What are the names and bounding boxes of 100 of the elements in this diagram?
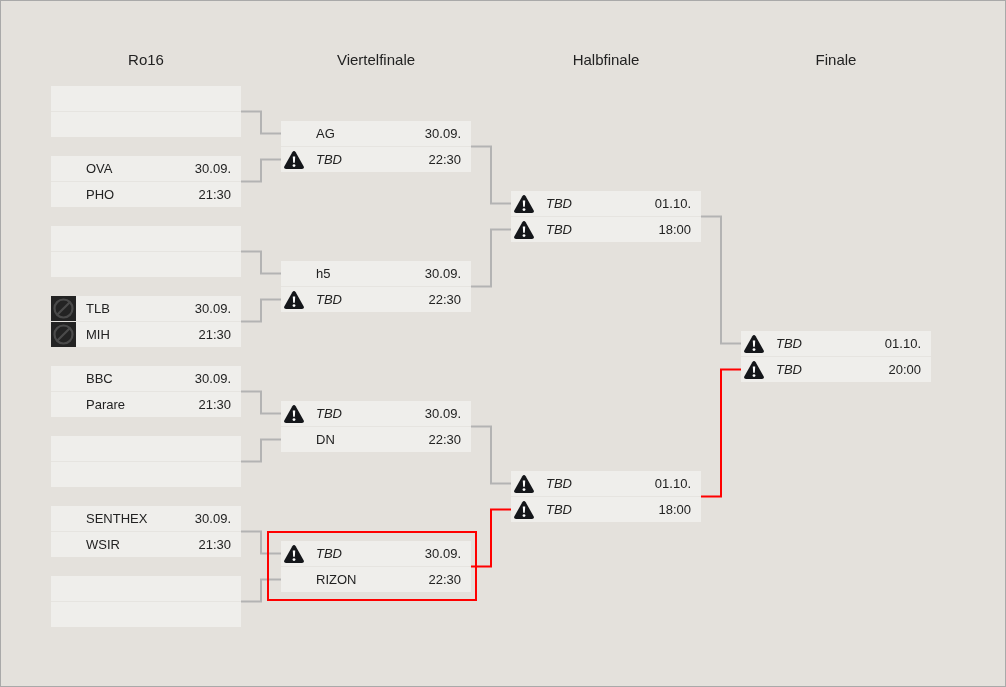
match-time: 21:30 (198, 326, 231, 344)
match-date: 01.10. (884, 335, 921, 353)
empty-slot (51, 576, 241, 601)
team-name: TBD (776, 361, 802, 379)
team-name: TBD (776, 335, 802, 353)
bracket-connector (470, 425, 512, 485)
team-name: TBD (316, 405, 342, 423)
team-row (281, 401, 471, 426)
column-heading: Halbfinale (572, 51, 640, 69)
match-card (51, 506, 241, 557)
bracket-connector (240, 578, 282, 603)
match-card (281, 121, 471, 172)
match-date: 30.09. (424, 405, 461, 423)
team-name: SENTHEX (86, 510, 148, 528)
team-name: RIZON (316, 571, 357, 589)
bracket-connector (470, 145, 512, 205)
empty-slot (51, 252, 241, 277)
match-time: 22:30 (428, 571, 461, 589)
match-card (51, 436, 241, 487)
empty-slot (51, 86, 241, 111)
match-time: 22:30 (428, 291, 461, 309)
team-name: WSIR (86, 536, 120, 554)
match-time: 22:30 (428, 151, 461, 169)
team-row (51, 156, 241, 181)
match-date: 01.10. (654, 475, 691, 493)
team-row (281, 121, 471, 146)
column-heading: Finale (815, 51, 857, 69)
empty-slot (51, 462, 241, 487)
team-row (741, 331, 931, 356)
bracket-connector (470, 508, 512, 568)
team-row (51, 182, 241, 207)
team-name: TBD (546, 221, 572, 239)
empty-slot (51, 436, 241, 461)
match-date: 30.09. (194, 300, 231, 318)
team-row (511, 217, 701, 242)
team-name: DN (316, 431, 335, 449)
match-date: 30.09. (424, 265, 461, 283)
match-card (511, 471, 701, 522)
bracket-connector (240, 158, 282, 183)
team-row (511, 497, 701, 522)
match-card (741, 331, 931, 382)
match-date: 30.09. (194, 370, 231, 388)
bracket-connector (700, 368, 742, 498)
match-card (51, 226, 241, 277)
team-row (281, 261, 471, 286)
team-row (51, 532, 241, 557)
empty-slot (51, 226, 241, 251)
team-row (281, 427, 471, 452)
empty-slot (51, 112, 241, 137)
team-row (741, 357, 931, 382)
match-card (511, 191, 701, 242)
match-date: 30.09. (194, 160, 231, 178)
team-name: OVA (86, 160, 113, 178)
team-name: MIH (86, 326, 110, 344)
bracket-connector (700, 215, 742, 345)
column-heading: Viertelfinale (336, 51, 416, 69)
match-card (281, 261, 471, 312)
bracket-connector (240, 250, 282, 275)
match-card (51, 366, 241, 417)
team-name: TBD (316, 545, 342, 563)
team-row (511, 471, 701, 496)
match-card (51, 86, 241, 137)
match-time: 21:30 (198, 396, 231, 414)
team-name: TBD (546, 501, 572, 519)
match-card (51, 156, 241, 207)
match-card (51, 576, 241, 627)
team-name: AG (316, 125, 335, 143)
team-name: TBD (316, 151, 342, 169)
team-name: TLB (86, 300, 110, 318)
team-name: Parare (86, 396, 126, 414)
team-row (511, 191, 701, 216)
match-time: 21:30 (198, 536, 231, 554)
match-date: 30.09. (194, 510, 231, 528)
highlight-frame (267, 531, 477, 601)
team-name: BBC (86, 370, 113, 388)
bracket-connector (240, 298, 282, 323)
team-row (51, 506, 241, 531)
empty-slot (51, 602, 241, 627)
team-name: TBD (316, 291, 342, 309)
team-row (51, 392, 241, 417)
column-heading: Ro16 (128, 51, 164, 69)
match-date: 30.09. (424, 125, 461, 143)
team-name: PHO (86, 186, 115, 204)
bracket-connector (470, 228, 512, 288)
match-time: 22:30 (428, 431, 461, 449)
team-name: h5 (316, 265, 331, 283)
team-row (281, 287, 471, 312)
match-card (51, 296, 241, 347)
match-date: 01.10. (654, 195, 691, 213)
team-name: TBD (546, 195, 572, 213)
bracket-connector (240, 438, 282, 463)
bracket-connector (240, 530, 282, 555)
bracket-connector (240, 390, 282, 415)
team-row (281, 147, 471, 172)
match-time: 18:00 (658, 501, 691, 519)
team-row (51, 366, 241, 391)
match-date: 30.09. (424, 545, 461, 563)
bracket-connector (240, 110, 282, 135)
match-card (281, 401, 471, 452)
team-row (281, 541, 471, 566)
